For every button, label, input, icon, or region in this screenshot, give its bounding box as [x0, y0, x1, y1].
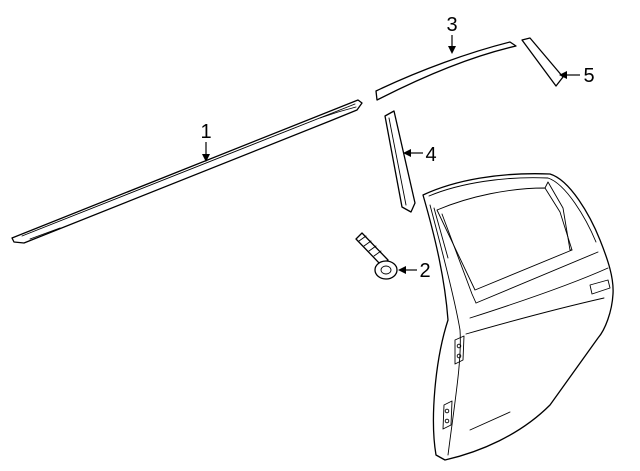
- clip-part: [355, 232, 398, 280]
- callout-2-label: 2: [419, 260, 430, 282]
- pillar-applique-part: [384, 110, 416, 213]
- callout-5-label: 5: [583, 65, 594, 87]
- upper-frame-molding-part: [375, 41, 517, 101]
- callout-4-label: 4: [425, 144, 436, 166]
- callout-3-arrow: [448, 46, 456, 54]
- callout-5-arrow: [559, 71, 567, 79]
- callout-2: 2: [398, 260, 431, 282]
- callout-1-arrow: [202, 154, 210, 162]
- callout-4: 4: [403, 144, 437, 166]
- callout-1-label: 1: [200, 121, 211, 143]
- callout-2-arrow: [398, 266, 406, 274]
- callout-1: 1: [200, 121, 212, 162]
- rear-door-part: [422, 173, 614, 461]
- callout-3-label: 3: [446, 14, 457, 36]
- corner-molding-part: [521, 37, 564, 87]
- callout-4-arrow: [403, 149, 411, 157]
- callout-5: 5: [559, 65, 595, 87]
- callout-3: 3: [446, 14, 458, 54]
- belt-molding-part: [11, 99, 363, 244]
